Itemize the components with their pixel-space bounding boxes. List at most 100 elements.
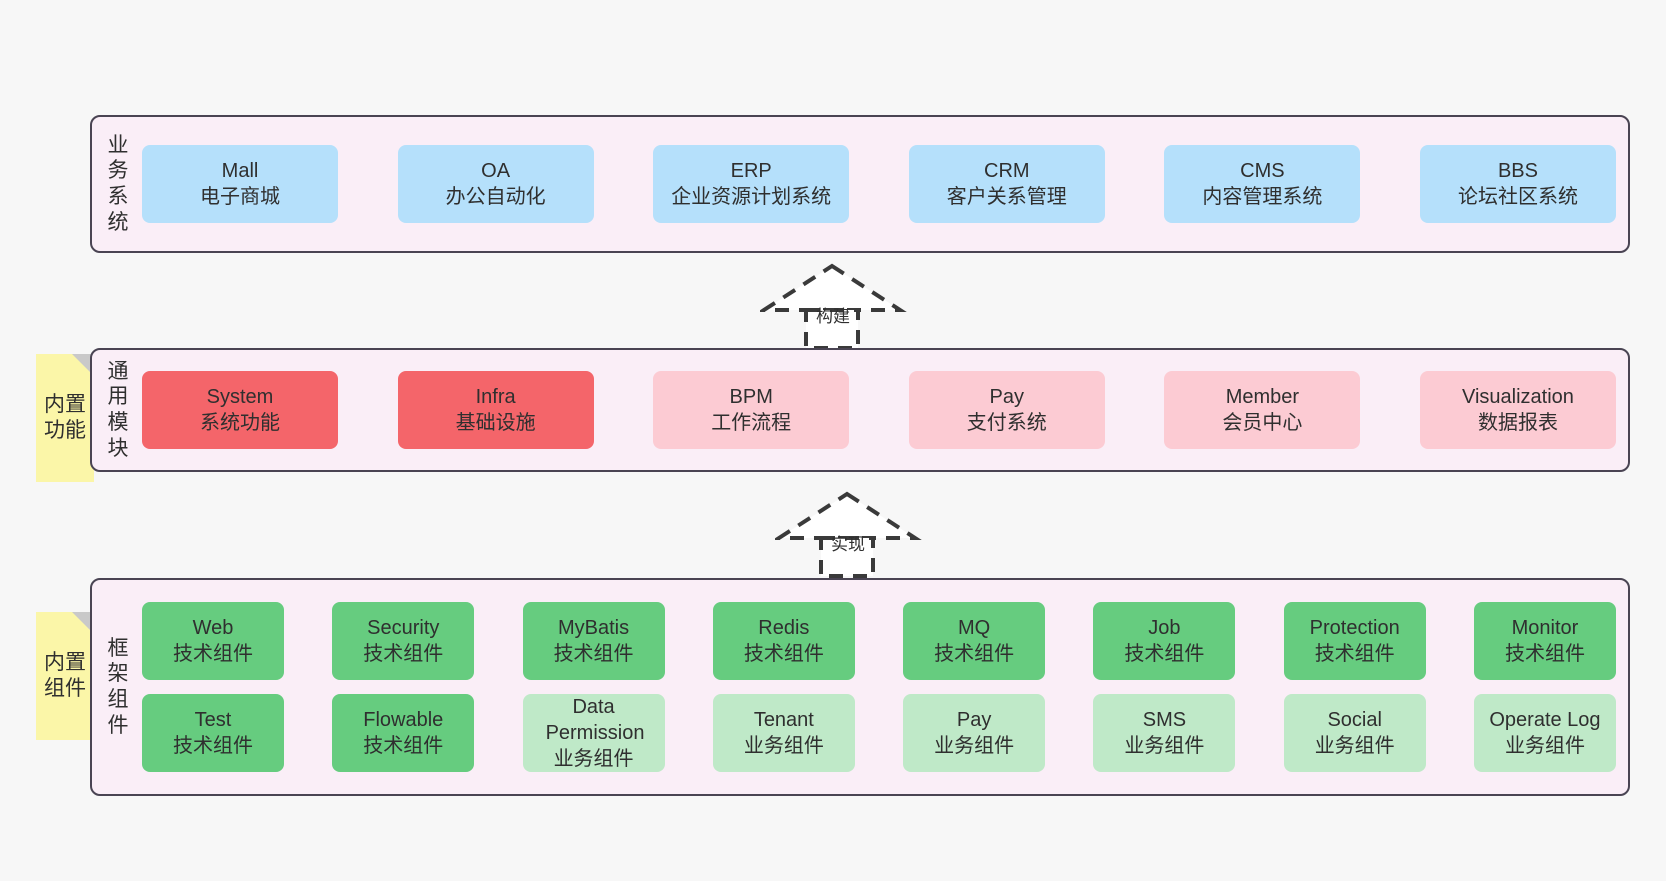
node-mall[interactable]: Mall 电子商城	[142, 145, 338, 223]
node-bpm[interactable]: BPM 工作流程	[653, 371, 850, 449]
node-web-cn: 技术组件	[173, 643, 253, 665]
node-sms-en: SMS	[1142, 709, 1187, 731]
node-job[interactable]: Job 技术组件	[1093, 602, 1236, 680]
node-job-en: Job	[1148, 617, 1181, 639]
node-web-en: Web	[192, 617, 234, 639]
node-monitor-en: Monitor	[1511, 617, 1579, 639]
node-social-cn: 业务组件	[1314, 735, 1395, 757]
node-redis[interactable]: Redis 技术组件	[712, 602, 855, 680]
node-data-permission-cn: 业务组件	[553, 748, 634, 770]
note-builtin-components-label: 内置组件	[44, 651, 86, 700]
node-crm[interactable]: CRM 客户关系管理	[908, 145, 1105, 223]
node-oa-cn: 办公自动化	[445, 186, 546, 208]
node-member-en: Member	[1225, 386, 1300, 408]
connector-implement: 实现	[772, 490, 925, 578]
node-tenant-en: Tenant	[753, 709, 814, 731]
node-sms-cn: 业务组件	[1124, 735, 1205, 757]
node-erp[interactable]: ERP 企业资源计划系统	[653, 145, 850, 223]
node-pay-component-en: Pay	[956, 709, 992, 731]
node-protection[interactable]: Protection 技术组件	[1283, 602, 1426, 680]
node-flowable-en: Flowable	[363, 709, 444, 731]
node-member-cn: 会员中心	[1222, 412, 1303, 434]
node-pay-component[interactable]: Pay 业务组件	[903, 694, 1046, 772]
node-test-en: Test	[194, 709, 232, 731]
layer-business-systems: 业务系统 Mall 电子商城 OA 办公自动化 ERP 企业资源计划系统 CRM…	[90, 115, 1630, 253]
layer-business-systems-nodes: Mall 电子商城 OA 办公自动化 ERP 企业资源计划系统 CRM 客户关系…	[138, 117, 1628, 251]
node-protection-cn: 技术组件	[1314, 643, 1395, 665]
node-redis-en: Redis	[758, 617, 810, 639]
node-tenant[interactable]: Tenant 业务组件	[712, 694, 855, 772]
connector-build: 构建	[757, 262, 910, 350]
node-test-cn: 技术组件	[173, 735, 253, 757]
layer-title-business-systems: 业务系统	[107, 133, 129, 234]
node-pay-module[interactable]: Pay 支付系统	[908, 371, 1105, 449]
node-security-cn: 技术组件	[363, 643, 444, 665]
node-visualization-cn: 数据报表	[1477, 412, 1558, 434]
node-bpm-cn: 工作流程	[711, 412, 792, 434]
node-web[interactable]: Web 技术组件	[142, 602, 284, 680]
node-cms-cn: 内容管理系统	[1202, 186, 1323, 208]
framework-row-business: Test 技术组件 Flowable 技术组件 Data Permission …	[142, 694, 1616, 772]
node-oa[interactable]: OA 办公自动化	[397, 145, 594, 223]
node-cms[interactable]: CMS 内容管理系统	[1164, 145, 1361, 223]
layer-framework-components-nodes: Web 技术组件 Security 技术组件 MyBatis 技术组件 Redi…	[138, 580, 1628, 794]
node-pay-component-cn: 业务组件	[934, 735, 1015, 757]
node-pay-module-en: Pay	[989, 386, 1025, 408]
framework-row-technical: Web 技术组件 Security 技术组件 MyBatis 技术组件 Redi…	[142, 602, 1616, 680]
node-data-permission[interactable]: Data Permission 业务组件	[522, 694, 665, 772]
node-bbs[interactable]: BBS 论坛社区系统	[1419, 145, 1616, 223]
connector-build-arrow-icon	[757, 263, 907, 350]
layer-framework-components: 框架组件 Web 技术组件 Security 技术组件 MyBatis 技术组件…	[90, 578, 1630, 796]
node-mall-en: Mall	[221, 160, 259, 182]
node-crm-cn: 客户关系管理	[946, 186, 1067, 208]
node-operate-log-cn: 业务组件	[1504, 735, 1585, 757]
layer-title-common-modules: 通用模块	[107, 359, 129, 460]
node-data-permission-en: Data Permission	[545, 696, 645, 744]
node-security-en: Security	[367, 617, 440, 639]
node-mq[interactable]: MQ 技术组件	[903, 602, 1046, 680]
layer-common-modules: 通用模块 System 系统功能 Infra 基础设施 BPM 工作流程 Pay…	[90, 348, 1630, 472]
node-protection-en: Protection	[1309, 617, 1400, 639]
node-monitor-cn: 技术组件	[1504, 643, 1585, 665]
node-mybatis[interactable]: MyBatis 技术组件	[522, 602, 665, 680]
node-tenant-cn: 业务组件	[743, 735, 824, 757]
node-flowable[interactable]: Flowable 技术组件	[332, 694, 475, 772]
node-system-cn: 系统功能	[200, 412, 280, 434]
connector-implement-label: 实现	[831, 535, 865, 554]
node-mq-cn: 技术组件	[934, 643, 1015, 665]
node-security[interactable]: Security 技术组件	[332, 602, 475, 680]
connector-implement-arrow-icon	[772, 491, 922, 578]
note-builtin-components: 内置组件	[36, 612, 94, 740]
node-operate-log[interactable]: Operate Log 业务组件	[1473, 694, 1616, 772]
node-bpm-en: BPM	[729, 386, 773, 408]
node-pay-module-cn: 支付系统	[966, 412, 1047, 434]
node-visualization-en: Visualization	[1462, 386, 1574, 408]
node-erp-cn: 企业资源计划系统	[671, 186, 832, 208]
node-system[interactable]: System 系统功能	[142, 371, 338, 449]
node-system-en: System	[206, 386, 274, 408]
note-builtin-features: 内置功能	[36, 354, 94, 482]
node-bbs-cn: 论坛社区系统	[1457, 186, 1578, 208]
node-oa-en: OA	[481, 160, 511, 182]
node-bbs-en: BBS	[1497, 160, 1538, 182]
layer-common-modules-nodes: System 系统功能 Infra 基础设施 BPM 工作流程 Pay 支付系统…	[138, 350, 1628, 470]
connector-build-label: 构建	[816, 307, 850, 326]
node-test[interactable]: Test 技术组件	[142, 694, 284, 772]
node-member[interactable]: Member 会员中心	[1164, 371, 1361, 449]
node-flowable-cn: 技术组件	[363, 735, 444, 757]
node-social[interactable]: Social 业务组件	[1283, 694, 1426, 772]
note-builtin-features-label: 内置功能	[44, 393, 86, 442]
node-mq-en: MQ	[958, 617, 991, 639]
node-visualization[interactable]: Visualization 数据报表	[1419, 371, 1616, 449]
node-redis-cn: 技术组件	[743, 643, 824, 665]
node-mybatis-en: MyBatis	[558, 617, 630, 639]
node-cms-en: CMS	[1240, 160, 1285, 182]
node-social-en: Social	[1327, 709, 1382, 731]
node-infra[interactable]: Infra 基础设施	[397, 371, 594, 449]
node-job-cn: 技术组件	[1124, 643, 1205, 665]
node-mybatis-cn: 技术组件	[553, 643, 634, 665]
node-infra-cn: 基础设施	[455, 412, 536, 434]
node-monitor[interactable]: Monitor 技术组件	[1473, 602, 1616, 680]
node-sms[interactable]: SMS 业务组件	[1093, 694, 1236, 772]
